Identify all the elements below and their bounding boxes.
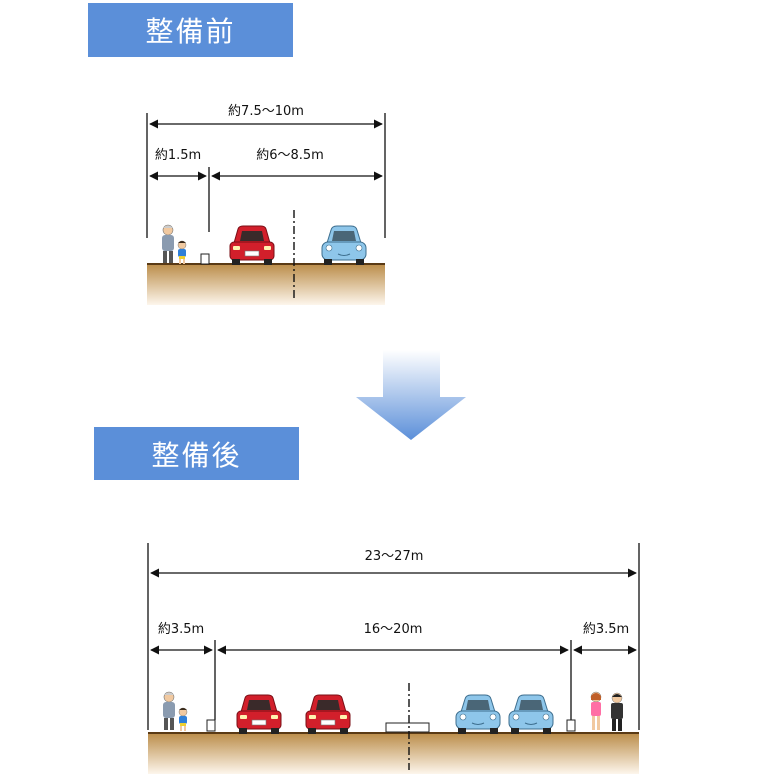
before-red-car-icon <box>229 225 275 266</box>
after-right-curb-post <box>566 719 576 732</box>
before-pedestrians-icon <box>161 224 187 265</box>
before-section: 約7.5〜10m 約1.5m 約6〜8.5m <box>146 104 386 305</box>
after-left-pedestrians-icon <box>162 691 188 732</box>
after-left-sidewalk-width-label: 約3.5m <box>158 622 204 637</box>
before-blue-car-icon <box>321 225 367 266</box>
after-section: 23〜27m 約3.5m 16〜20m 約3.5m <box>147 543 640 774</box>
before-ground <box>147 263 385 305</box>
before-title: 整備前 <box>88 3 293 57</box>
after-title: 整備後 <box>94 427 299 480</box>
after-left-curb-post <box>206 719 216 732</box>
after-right-sidewalk-width-label: 約3.5m <box>583 622 629 637</box>
before-roadway-width-label: 約6〜8.5m <box>256 148 324 163</box>
after-blue-car-1-icon <box>455 694 501 735</box>
after-right-pedestrians-icon <box>590 691 624 732</box>
after-red-car-1-icon <box>236 694 282 735</box>
after-median <box>385 722 430 733</box>
before-curb-post <box>200 253 210 265</box>
after-blue-car-2-icon <box>508 694 554 735</box>
down-arrow-icon <box>356 350 466 440</box>
before-total-width-label: 約7.5〜10m <box>228 104 304 119</box>
after-roadway-width-label: 16〜20m <box>364 622 423 637</box>
after-red-car-2-icon <box>305 694 351 735</box>
after-ground <box>148 732 639 774</box>
after-total-width-label: 23〜27m <box>365 549 424 564</box>
before-sidewalk-width-label: 約1.5m <box>155 148 201 163</box>
